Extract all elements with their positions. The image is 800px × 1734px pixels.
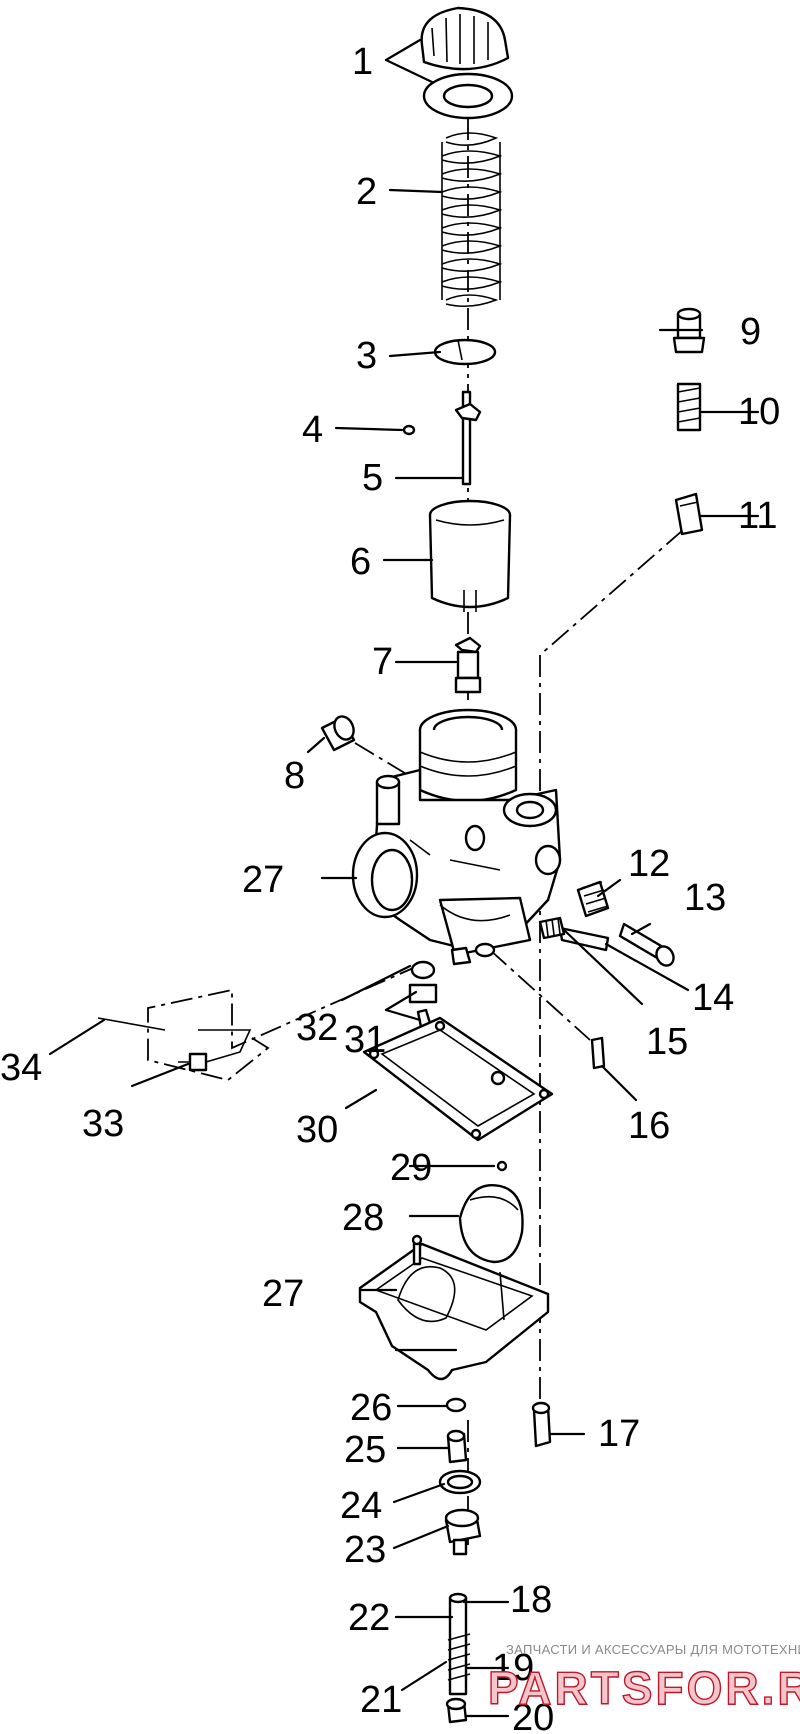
part-23-drain-plug	[444, 1508, 482, 1556]
part-3-retainer	[433, 338, 497, 366]
callout-17: 17	[598, 1413, 640, 1455]
callout-4: 4	[302, 409, 323, 451]
part-32-seat	[408, 960, 438, 1004]
callout-14: 14	[692, 977, 734, 1019]
part-15-spring	[538, 916, 566, 940]
callout-24: 24	[340, 1485, 382, 1527]
part-9-idle-screw	[672, 307, 706, 354]
callout-25: 25	[344, 1429, 386, 1471]
part-25-main-jet	[446, 1429, 468, 1464]
callout-27-body: 27	[242, 859, 284, 901]
callout-33: 33	[82, 1103, 124, 1145]
part-33-pin	[178, 1029, 252, 1072]
part-16-pin	[590, 1036, 606, 1070]
part-30-gasket	[362, 1016, 554, 1142]
callout-34: 34	[0, 1047, 42, 1089]
part-14-fitting	[558, 926, 610, 952]
callout-13: 13	[684, 877, 726, 919]
callout-28: 28	[342, 1197, 384, 1239]
callout-8: 8	[284, 755, 305, 797]
callout-10: 10	[738, 391, 780, 433]
callout-15: 15	[646, 1021, 688, 1063]
part-17-screw	[531, 1401, 552, 1448]
part-26-washer	[445, 1397, 467, 1413]
callout-6: 6	[350, 541, 371, 583]
callout-31: 31	[344, 1019, 386, 1061]
part-18-22-emulsion-tube	[447, 1592, 471, 1696]
watermark-logo: PARTSFOR.RU	[488, 1662, 800, 1714]
part-27-float-bowl	[358, 1234, 550, 1381]
callout-30: 30	[296, 1109, 338, 1151]
callout-16: 16	[628, 1105, 670, 1147]
callout-3: 3	[356, 335, 377, 377]
callout-2: 2	[356, 171, 377, 213]
callout-1: 1	[352, 41, 373, 83]
part-34-rod	[97, 1017, 166, 1031]
part-1-top-cap	[420, 6, 514, 120]
part-20-jet	[445, 1697, 468, 1724]
callout-9: 9	[740, 311, 761, 353]
callout-19: 19	[492, 1647, 534, 1689]
part-6-throttle-slide	[428, 499, 512, 612]
part-11-cap	[674, 492, 704, 536]
callout-26: 26	[350, 1387, 392, 1429]
part-24-o-ring	[438, 1469, 482, 1495]
carburetor-body	[351, 708, 562, 966]
part-7-needle-jet	[454, 402, 482, 694]
part-29-ball	[496, 1160, 508, 1172]
callout-21: 21	[360, 1679, 402, 1721]
part-10-spring	[676, 382, 702, 432]
callout-7: 7	[372, 641, 393, 683]
part-13-pilot-screw	[618, 922, 675, 967]
part-2-spring	[441, 132, 503, 308]
callout-23: 23	[344, 1529, 386, 1571]
leader-lines	[48, 38, 760, 1718]
callout-29: 29	[390, 1147, 432, 1189]
callout-18: 18	[510, 1579, 552, 1621]
callout-12: 12	[628, 843, 670, 885]
callout-27-bowl: 27	[262, 1273, 304, 1315]
callout-20: 20	[512, 1697, 554, 1734]
part-12-spring	[576, 880, 610, 918]
callout-labels: 1 2 3 4 5 6 7 8 9 10 11 12 13 14 15 16 1…	[0, 41, 780, 1734]
callout-11: 11	[738, 495, 777, 537]
watermark-tagline: ЗАПЧАСТИ И АКСЕССУАРЫ ДЛЯ МОТОТЕХНИКИ	[506, 1642, 800, 1657]
part-28-float	[458, 1183, 524, 1264]
callout-32: 32	[296, 1007, 338, 1049]
callout-5: 5	[362, 457, 383, 499]
part-8-bushing	[320, 715, 356, 752]
part-4-clip-and-5-needle	[402, 390, 472, 486]
callout-22: 22	[348, 1597, 390, 1639]
watermark: ЗАПЧАСТИ И АКСЕССУАРЫ ДЛЯ МОТОТЕХНИКИ PA…	[487, 1642, 800, 1715]
